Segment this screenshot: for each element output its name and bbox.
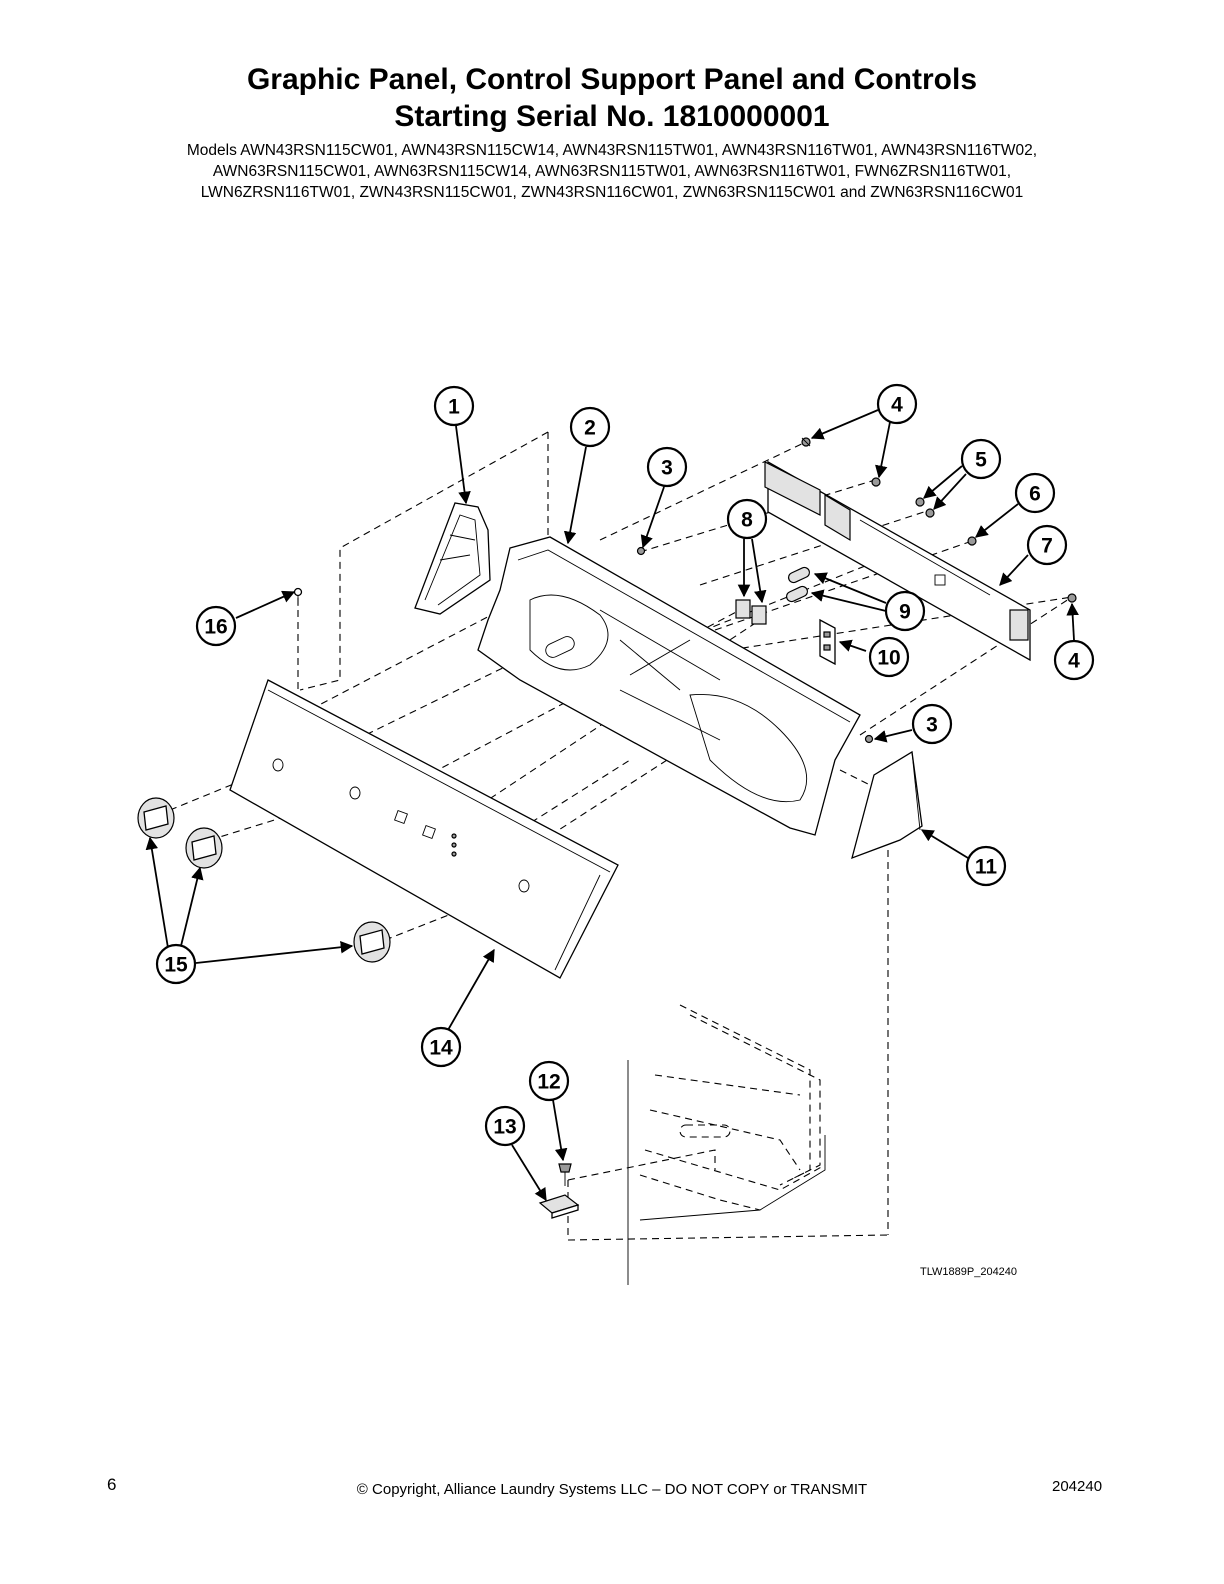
- callout-3-right-label: 3: [926, 714, 938, 737]
- electronic-control-board: [764, 460, 1031, 662]
- callout-12-label: 12: [537, 1071, 560, 1094]
- page-title-line-2: Starting Serial No. 1810000001: [394, 100, 830, 133]
- callout-14: 14: [420, 1026, 462, 1068]
- knob-2: [185, 827, 223, 869]
- small-circuit-board: [819, 618, 836, 666]
- callout-1: 1: [433, 385, 475, 427]
- callout-14-label: 14: [429, 1037, 453, 1060]
- callout-3-top-label: 3: [661, 457, 673, 480]
- callout-4-right-label: 4: [1068, 650, 1080, 673]
- graphic-panel: [229, 679, 619, 979]
- callout-15-label: 15: [164, 954, 188, 977]
- callout-16: 16: [195, 605, 237, 647]
- control-support-panel: [477, 536, 861, 836]
- knob-1: [137, 797, 175, 839]
- callout-3-top: 3: [646, 446, 688, 488]
- callout-6-label: 6: [1029, 483, 1041, 506]
- callout-8-label: 8: [741, 509, 753, 532]
- callout-10-label: 10: [877, 647, 900, 670]
- callout-2-label: 2: [584, 417, 596, 440]
- screws: [293, 437, 1077, 1186]
- callout-8: 8: [726, 498, 768, 540]
- callout-4-top-label: 4: [891, 394, 903, 417]
- callout-11: 11: [965, 845, 1007, 887]
- figure-id: TLW1889P_204240: [920, 1266, 1017, 1278]
- callout-10: 10: [868, 636, 910, 678]
- switch-cylinders: [785, 566, 811, 603]
- callout-5-label: 5: [975, 449, 987, 472]
- switch-brackets: [735, 599, 767, 625]
- leader-lines: [145, 409, 1079, 1202]
- models-list-line-1: Models AWN43RSN115CW01, AWN43RSN115CW14,…: [186, 142, 1038, 159]
- control-knobs: [137, 797, 391, 963]
- page-number: 6: [107, 1475, 117, 1494]
- models-list-line-3: LWN6ZRSN116TW01, ZWN43RSN115CW01, ZWN43R…: [200, 184, 1024, 201]
- right-side-bracket: [851, 750, 923, 860]
- callout-9-label: 9: [899, 601, 911, 624]
- callout-3-right: 3: [911, 703, 953, 745]
- alignment-lines: [169, 431, 1073, 1241]
- callout-9: 9: [884, 590, 926, 632]
- document-number: 204240: [1052, 1478, 1103, 1495]
- callout-4-right: 4: [1053, 639, 1095, 681]
- callout-12: 12: [528, 1060, 570, 1102]
- callout-13-label: 13: [493, 1116, 516, 1139]
- washer-cabinet-outline: [627, 1004, 826, 1285]
- callout-2: 2: [569, 406, 611, 448]
- callout-11-label: 11: [975, 856, 998, 879]
- callout-4-top: 4: [876, 383, 918, 425]
- copyright-notice: © Copyright, Alliance Laundry Systems LL…: [356, 1481, 868, 1498]
- left-side-bracket: [414, 502, 491, 615]
- callout-5: 5: [960, 438, 1002, 480]
- models-list-line-2: AWN63RSN115CW01, AWN63RSN115CW14, AWN63R…: [212, 163, 1012, 180]
- page-title-line-1: Graphic Panel, Control Support Panel and…: [246, 63, 978, 96]
- callout-16-label: 16: [204, 616, 227, 639]
- knob-3: [353, 921, 391, 963]
- callout-15: 15: [155, 943, 197, 985]
- callout-6: 6: [1014, 472, 1056, 514]
- callout-1-label: 1: [448, 396, 460, 419]
- callout-7: 7: [1026, 524, 1068, 566]
- callout-13: 13: [484, 1105, 526, 1147]
- mounting-clip: [538, 1194, 580, 1219]
- callout-7-label: 7: [1041, 535, 1053, 558]
